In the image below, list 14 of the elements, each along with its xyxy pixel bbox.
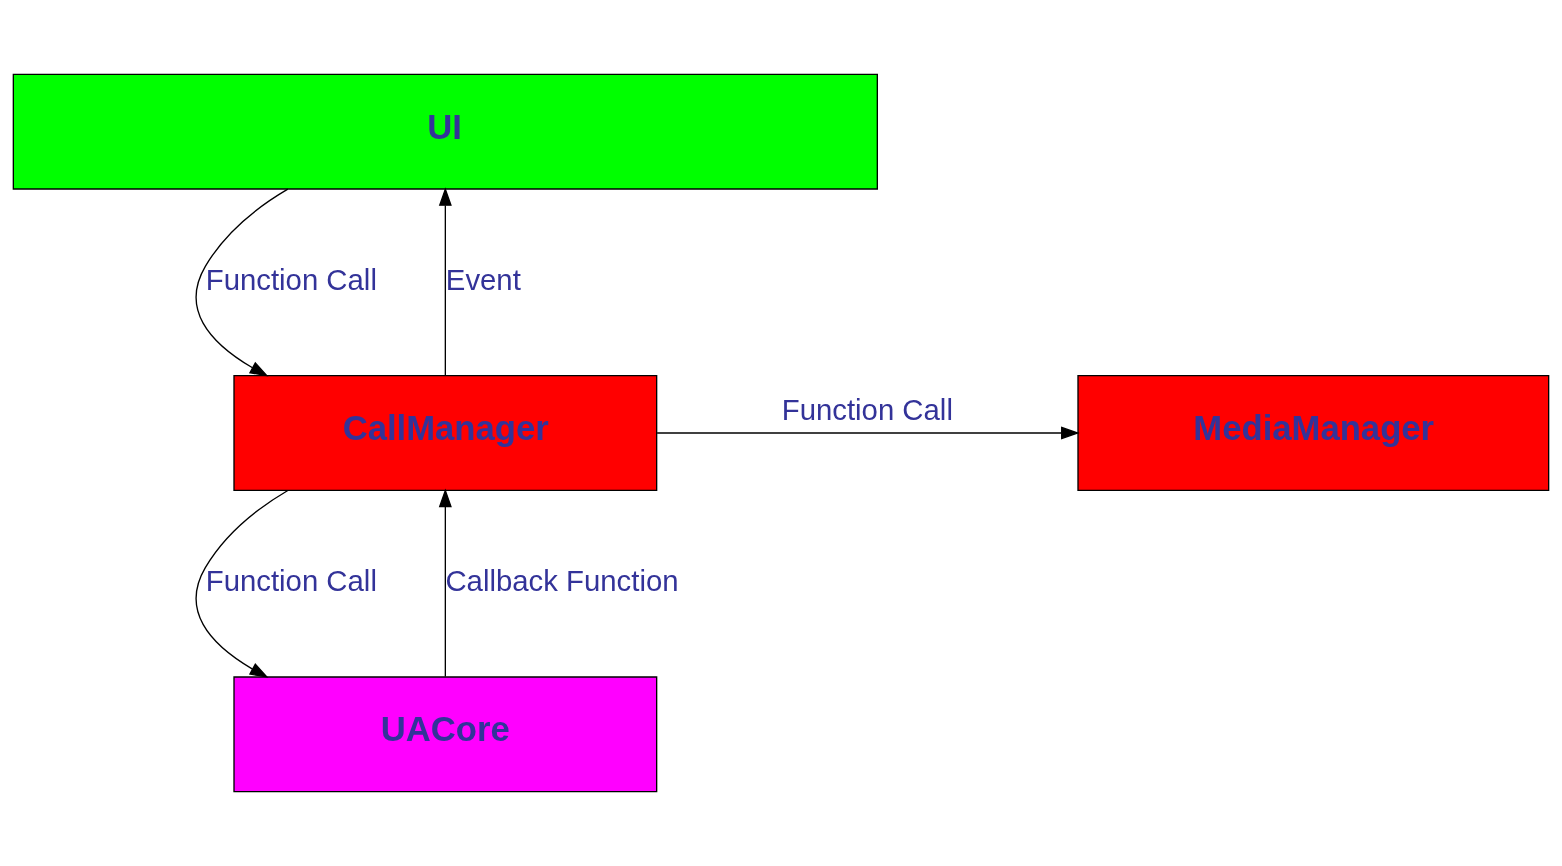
node-box: UI xyxy=(12,73,878,190)
node-box: CallManager xyxy=(233,375,658,491)
node-box: UACore xyxy=(233,676,658,793)
arrow xyxy=(656,426,1080,440)
edge-label: Function Call xyxy=(205,262,377,296)
arrow xyxy=(195,489,289,678)
edge-label: Function Call xyxy=(781,393,953,427)
edge-label: Function Call xyxy=(205,564,377,598)
node-box: MediaManager xyxy=(1077,375,1550,491)
arrow xyxy=(195,188,289,377)
edge-label: Callback Function xyxy=(445,564,679,598)
arrow xyxy=(438,187,452,376)
arrow xyxy=(438,488,452,678)
edge-label: Event xyxy=(445,262,521,296)
